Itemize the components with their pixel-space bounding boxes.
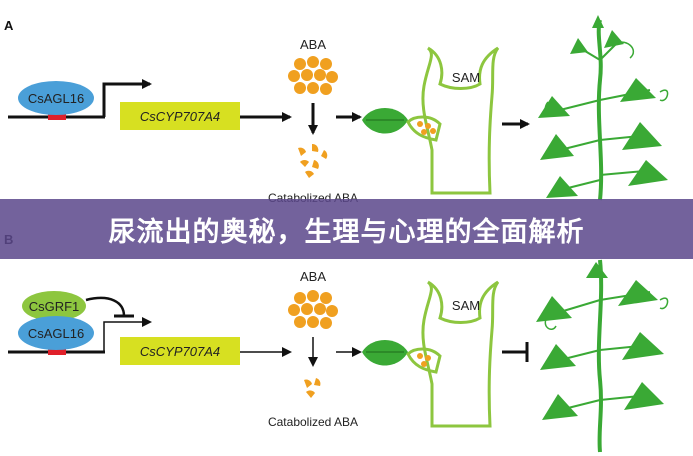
sam-label-b: SAM [452, 298, 480, 313]
panel-b: B CsGRF1 CsAGL16 CsCYP707A4 ABA Catabo [4, 232, 529, 429]
csagl16-label-a: CsAGL16 [28, 91, 84, 106]
title-banner: 尿流出的奥秘，生理与心理的全面解析 [0, 199, 693, 259]
promoter-arrow-b [103, 317, 152, 352]
aba-label-b: ABA [300, 269, 326, 284]
binding-site-a [48, 114, 66, 120]
csagl16-label-b: CsAGL16 [28, 326, 84, 341]
leaf-primordium-a [362, 108, 442, 142]
sam-outline-b [421, 280, 500, 428]
csgrf1-node-b [22, 291, 86, 321]
promoter-arrow-a [102, 79, 152, 117]
gene-box-b [120, 337, 240, 365]
catabolized-aba-fragments-a [298, 143, 328, 178]
sam-outline-a [421, 46, 500, 195]
inhibition-arc-b [85, 296, 126, 317]
cucumber-plant-b [536, 259, 669, 453]
csgrf1-label-b: CsGRF1 [29, 299, 80, 314]
gene-label-a: CsCYP707A4 [140, 109, 220, 124]
aba-cluster-b [288, 290, 338, 329]
catabolized-label-b: Catabolized ABA [268, 415, 358, 429]
csagl16-node-a [18, 81, 94, 115]
gene-label-b: CsCYP707A4 [140, 344, 220, 359]
sam-label-a: SAM [452, 70, 480, 85]
panel-a-letter: A [4, 18, 14, 33]
banner-title: 尿流出的奥秘，生理与心理的全面解析 [108, 216, 585, 248]
csagl16-node-b [18, 316, 94, 350]
leaf-primordium-b [362, 340, 442, 374]
cucumber-plant-a [538, 15, 669, 201]
binding-site-b [48, 349, 66, 355]
catabolized-aba-fragments-b [304, 378, 321, 398]
panel-a: A CsAGL16 CsCYP707A4 ABA [4, 18, 530, 205]
aba-label-a: ABA [300, 37, 326, 52]
gene-box-a [120, 102, 240, 130]
aba-cluster-a [288, 56, 338, 95]
